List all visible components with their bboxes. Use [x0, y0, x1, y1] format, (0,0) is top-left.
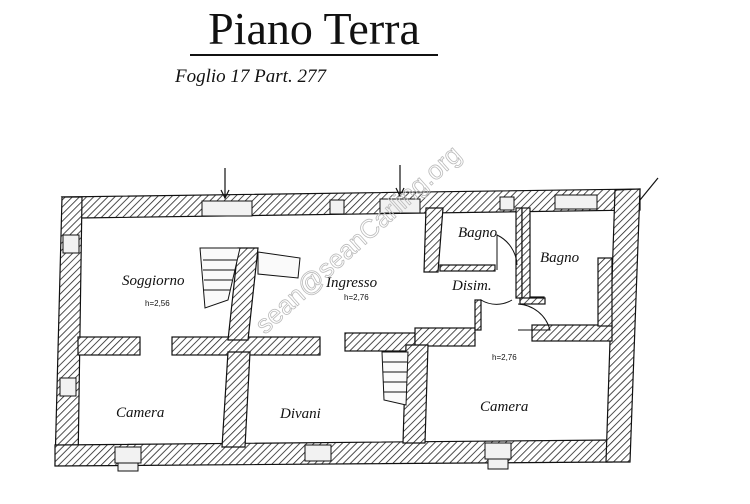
room-label: Camera	[480, 399, 528, 415]
door-swing	[517, 303, 551, 331]
staircase	[199, 247, 241, 309]
window	[201, 200, 253, 217]
wall	[414, 327, 476, 347]
page-title: Piano Terra	[190, 6, 438, 56]
wall	[423, 207, 444, 273]
room-label: Soggiorno	[122, 273, 185, 289]
wall	[521, 207, 531, 304]
window	[59, 377, 77, 397]
door-swing	[480, 299, 513, 330]
wall-extension	[639, 177, 659, 201]
window	[304, 444, 332, 462]
wall	[77, 336, 141, 356]
top-wall	[60, 188, 641, 219]
doors	[480, 234, 551, 331]
window	[114, 446, 142, 464]
room-height: h=2,76	[492, 353, 517, 362]
wall	[227, 247, 259, 341]
room-label: Bagno	[458, 225, 498, 241]
landing	[257, 251, 301, 279]
entry-arrow-icon	[395, 165, 405, 198]
wall	[519, 297, 546, 305]
window	[499, 196, 515, 211]
wall	[344, 332, 416, 352]
staircase	[381, 351, 409, 406]
window	[554, 194, 598, 210]
room-labels: Soggiorno h=2,56 Ingresso h=2,76 Bagno D…	[116, 225, 580, 422]
windows	[59, 194, 598, 472]
entry-arrows	[220, 165, 405, 200]
entry-arrow-icon	[220, 168, 230, 200]
room-label: Divani	[279, 406, 321, 422]
wall	[531, 324, 613, 342]
page-subtitle: Foglio 17 Part. 277	[175, 66, 326, 87]
wall	[515, 207, 523, 299]
door-swing	[496, 234, 518, 270]
room-label: Disim.	[451, 278, 492, 294]
window-sill	[487, 458, 509, 470]
wall	[221, 351, 251, 448]
room-label: Bagno	[540, 250, 580, 266]
window	[379, 198, 421, 214]
wall	[597, 257, 613, 327]
stairs	[199, 247, 409, 406]
window-sill	[117, 462, 139, 472]
wall	[439, 264, 496, 272]
right-wall	[605, 188, 641, 463]
room-label: Ingresso	[325, 275, 378, 291]
window	[329, 199, 345, 215]
wall	[402, 344, 429, 444]
window	[62, 234, 80, 254]
room-height: h=2,76	[344, 293, 369, 302]
wall	[474, 299, 482, 331]
room-label: Camera	[116, 405, 164, 421]
window	[484, 442, 512, 460]
room-height: h=2,56	[145, 299, 170, 308]
